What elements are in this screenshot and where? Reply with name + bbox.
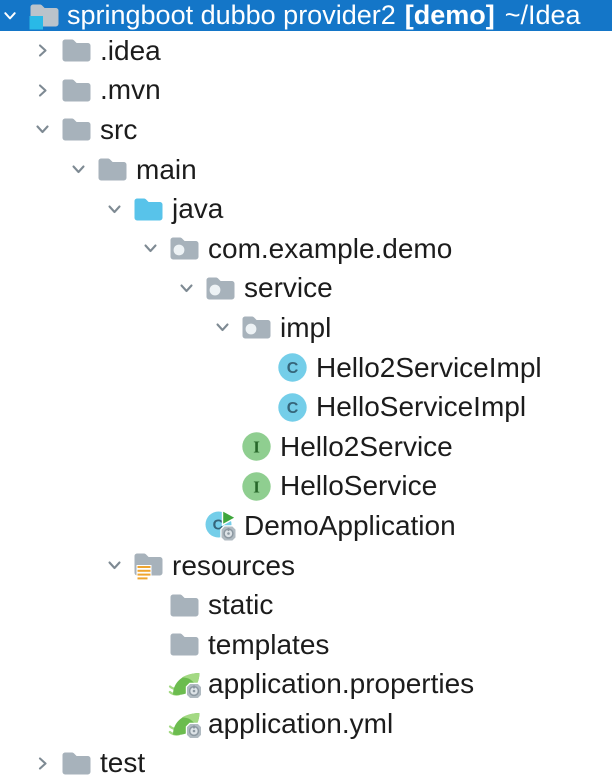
class-icon: C [277,390,308,424]
tree-row-java[interactable]: java [0,189,612,229]
class-icon: C [277,351,308,385]
tree-item-label: static [208,589,274,621]
project-root-row[interactable]: springboot dubbo provider2 [demo] ~/Idea [0,0,612,31]
tree-item-label: application.yml [208,707,394,739]
chevron-expanded-icon[interactable] [142,240,169,257]
chevron-collapsed-icon[interactable] [34,755,61,772]
interface-icon: I [241,469,272,503]
folder-icon [97,153,128,187]
module-badge: [demo] [404,0,495,30]
tree-item-label: resources [172,549,295,581]
tree-row-com-example-demo[interactable]: com.example.demo [0,229,612,269]
tree-item-label: src [100,113,138,145]
tree-row-src[interactable]: src [0,110,612,150]
folder-icon [169,588,200,622]
project-name: springboot dubbo provider2 [67,0,396,30]
tree-row-demoapplication[interactable]: C DemoApplication [0,506,612,546]
tree-item-label: templates [208,628,330,660]
folder-icon [61,746,92,780]
tree-row-resources[interactable]: resources [0,546,612,586]
chevron-expanded-icon[interactable] [70,161,97,178]
svg-text:I: I [253,438,260,457]
tree-item-label: com.example.demo [208,232,453,264]
spring-config-icon [168,707,203,741]
tree-item-label: DemoApplication [244,509,456,541]
chevron-collapsed-icon[interactable] [34,42,61,59]
svg-text:I: I [253,477,260,496]
svg-text:C: C [287,360,299,377]
chevron-expanded-icon[interactable] [106,201,133,218]
tree-item-label: Hello2ServiceImpl [316,351,542,383]
class-runnable-icon: C [205,509,237,543]
tree-item-label: java [172,193,224,225]
folder-resources-icon [133,549,164,583]
chevron-expanded-icon[interactable] [0,8,29,24]
folder-icon [61,73,92,107]
tree-row--idea[interactable]: .idea [0,31,612,71]
tree-row-test[interactable]: test [0,744,612,784]
folder-source-icon [133,192,164,226]
tree-row-static[interactable]: static [0,585,612,625]
tree-item-label: test [100,747,146,779]
tree-row-templates[interactable]: templates [0,625,612,665]
chevron-expanded-icon[interactable] [106,557,133,574]
spring-config-icon [168,667,203,701]
tree-row-service[interactable]: service [0,269,612,309]
package-icon [205,271,236,305]
chevron-expanded-icon[interactable] [178,280,205,297]
tree-row-helloservice[interactable]: I HelloService [0,467,612,507]
tree-item-label: .mvn [100,74,161,106]
svg-text:C: C [213,517,224,534]
chevron-expanded-icon[interactable] [34,121,61,138]
package-icon [169,232,200,266]
tree-row-main[interactable]: main [0,150,612,190]
tree-item-label: HelloService [280,470,438,502]
folder-icon [61,113,92,147]
tree-item-label: application.properties [208,668,475,700]
chevron-expanded-icon[interactable] [214,319,241,336]
project-tree: .idea .mvn src main java com.example.demo serv… [0,31,612,783]
interface-icon: I [241,430,272,464]
folder-icon [169,628,200,662]
tree-row-hello2service[interactable]: I Hello2Service [0,427,612,467]
folder-icon [61,34,92,68]
tree-row-application-properties[interactable]: application.properties [0,665,612,705]
tree-item-label: .idea [100,34,161,66]
project-path: ~/Idea [504,0,581,30]
project-folder-icon [29,1,60,30]
tree-row--mvn[interactable]: .mvn [0,71,612,111]
tree-item-label: service [244,272,333,304]
tree-item-label: Hello2Service [280,430,453,462]
tree-row-application-yml[interactable]: application.yml [0,704,612,744]
tree-row-helloserviceimpl[interactable]: C HelloServiceImpl [0,387,612,427]
tree-item-label: impl [280,311,332,343]
tree-row-hello2serviceimpl[interactable]: C Hello2ServiceImpl [0,348,612,388]
package-icon [241,311,272,345]
tree-row-impl[interactable]: impl [0,308,612,348]
tree-item-label: HelloServiceImpl [316,391,527,423]
chevron-collapsed-icon[interactable] [34,82,61,99]
svg-text:C: C [287,400,299,417]
tree-item-label: main [136,153,197,185]
